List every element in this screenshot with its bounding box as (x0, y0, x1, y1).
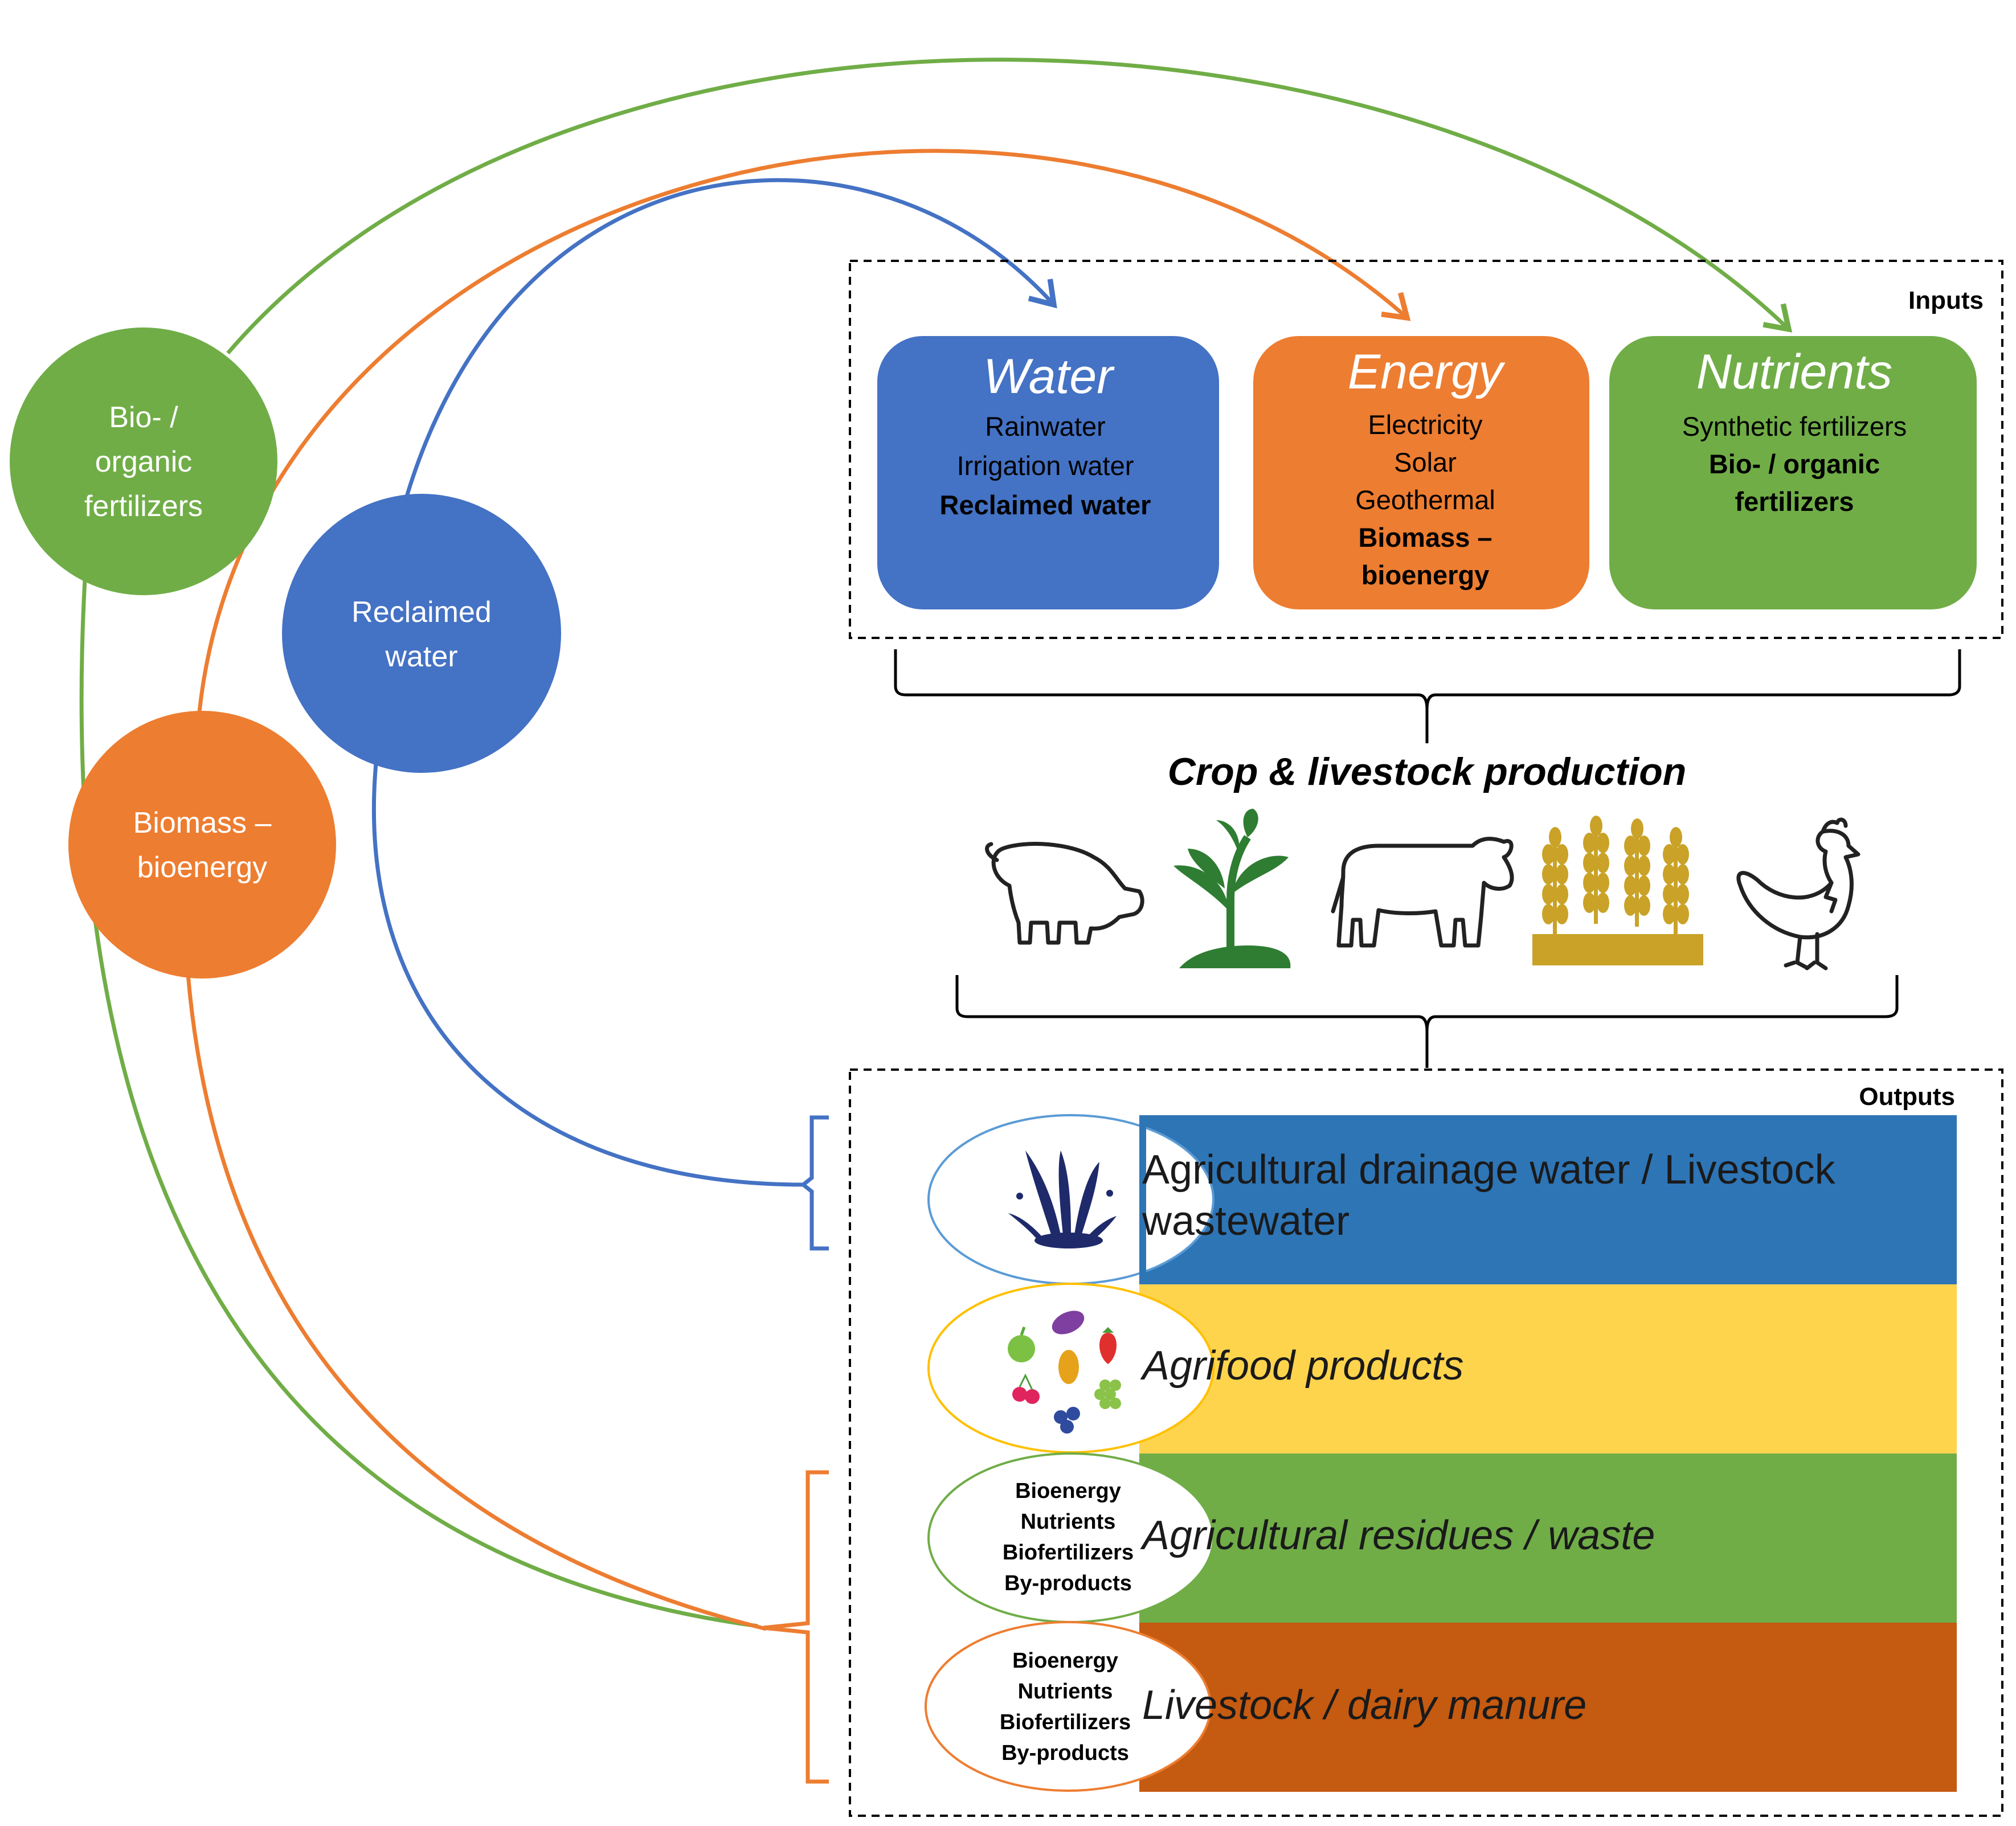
residues-tag-bioenergy: Bioenergy (1015, 1479, 1121, 1503)
nutrients-item-fertilizers: fertilizers (1735, 486, 1854, 517)
manure-tag-byproducts: By-products (1001, 1741, 1129, 1765)
circle-bio-line2: organic (95, 445, 193, 478)
circle-reclaimed-water: Reclaimed water (282, 494, 561, 773)
pig-icon (985, 842, 1144, 945)
residues-label: Agricultural residues / waste (1140, 1513, 1655, 1558)
production-title: Crop & livestock production (1168, 750, 1687, 793)
circle-biomass-line2: bioenergy (137, 851, 267, 884)
blue-loop-arc (371, 178, 1054, 1187)
nutrients-item-bio: Bio- / organic (1709, 449, 1880, 479)
production-brace (955, 975, 1899, 1068)
energy-title: Energy (1348, 345, 1506, 399)
output-band-drainage-water: Agricultural drainage water / Livestock … (927, 1114, 1957, 1285)
circle-biomass-bioenergy: Biomass – bioenergy (68, 711, 336, 978)
manure-label: Livestock / dairy manure (1142, 1682, 1586, 1728)
water-item-irrigation: Irrigation water (957, 451, 1134, 481)
input-card-water: Water Rainwater Irrigation water Reclaim… (877, 336, 1219, 609)
energy-item-biomass: Biomass – (1358, 522, 1492, 552)
wheat-field-icon (1532, 816, 1703, 965)
residues-manure-bracket (763, 1470, 829, 1784)
nutrients-item-synthetic: Synthetic fertilizers (1682, 411, 1907, 441)
circle-bio-fertilizers: Bio- / organic fertilizers (10, 327, 277, 595)
inputs-panel: Inputs Water Rainwater Irrigation water … (849, 260, 2003, 639)
residues-tag-byproducts: By-products (1004, 1571, 1132, 1595)
production-icons (985, 809, 1860, 971)
output-band-manure: Livestock / dairy manure Bioenergy Nutri… (925, 1621, 1957, 1792)
drainage-water-line1: Agricultural drainage water / Livestock (1142, 1147, 1836, 1193)
drainage-bracket (800, 1115, 829, 1251)
water-item-rainwater: Rainwater (985, 411, 1106, 441)
chicken-icon (1736, 817, 1860, 971)
circle-reclaimed-line2: water (385, 640, 457, 673)
energy-item-electricity: Electricity (1368, 410, 1483, 440)
residues-tag-biofertilizers: Biofertilizers (1003, 1541, 1134, 1565)
circle-biomass-line1: Biomass – (133, 806, 272, 840)
drainage-water-line2: wastewater (1142, 1198, 1350, 1244)
agrifood-label: Agrifood products (1140, 1343, 1463, 1389)
water-item-reclaimed: Reclaimed water (940, 490, 1151, 520)
manure-tag-nutrients: Nutrients (1018, 1680, 1113, 1704)
water-splash-icon (1008, 1151, 1117, 1248)
output-band-agrifood: Agrifood products (927, 1283, 1957, 1454)
circle-reclaimed-line1: Reclaimed (351, 596, 492, 629)
inputs-label: Inputs (1908, 286, 1984, 314)
energy-item-solar: Solar (1394, 447, 1457, 477)
fruits-vegetables-icon (1008, 1311, 1121, 1434)
inputs-brace (894, 649, 1961, 743)
circle-bio-line1: Bio- / (109, 401, 178, 434)
cow-icon (1331, 837, 1514, 948)
water-title: Water (983, 349, 1115, 404)
energy-item-geothermal: Geothermal (1355, 485, 1495, 515)
nutrients-title: Nutrients (1696, 345, 1892, 399)
outputs-label: Outputs (1859, 1083, 1955, 1111)
outputs-panel: Outputs Agricultural drainage water / Li… (849, 1068, 2003, 1817)
manure-tag-bioenergy: Bioenergy (1012, 1649, 1118, 1673)
output-band-residues: Agricultural residues / waste Bioenergy … (927, 1452, 1957, 1623)
plant-icon (1173, 809, 1291, 968)
input-card-nutrients: Nutrients Synthetic fertilizers Bio- / o… (1609, 336, 1977, 609)
circle-bio-line3: fertilizers (84, 490, 203, 523)
manure-tag-biofertilizers: Biofertilizers (1000, 1710, 1131, 1734)
residues-tag-nutrients: Nutrients (1021, 1510, 1116, 1534)
energy-item-bioenergy: bioenergy (1361, 560, 1490, 590)
input-card-energy: Energy Electricity Solar Geothermal Biom… (1253, 336, 1589, 609)
